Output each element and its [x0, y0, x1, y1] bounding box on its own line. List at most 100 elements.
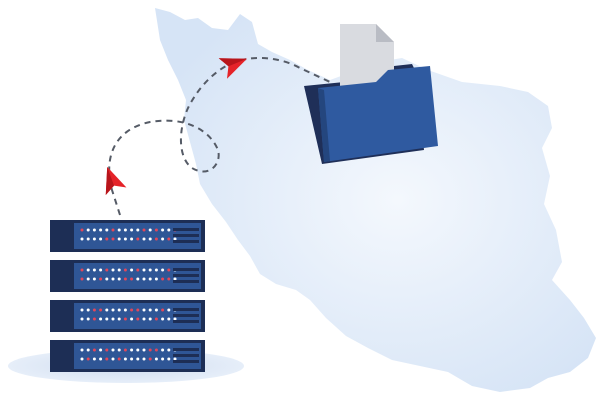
- server-led: [161, 268, 165, 272]
- server-vent: [173, 268, 199, 271]
- server-led: [130, 268, 134, 272]
- server-led: [130, 228, 134, 232]
- server-led: [111, 277, 115, 281]
- server-led: [130, 348, 134, 352]
- folder-icon: [304, 24, 438, 164]
- server-led: [80, 237, 84, 241]
- server-led: [99, 237, 103, 241]
- server-led: [148, 357, 152, 361]
- server-led: [167, 357, 171, 361]
- server-led: [142, 228, 146, 232]
- server-led: [142, 317, 146, 321]
- server-led: [86, 268, 90, 272]
- server-led: [99, 268, 103, 272]
- server-led: [105, 317, 109, 321]
- server-led: [92, 348, 96, 352]
- server-led: [130, 308, 134, 312]
- upload-arrow-lower: [105, 166, 127, 196]
- server-led: [123, 268, 127, 272]
- server-rack-icon: [50, 220, 205, 372]
- server-led: [173, 277, 177, 281]
- server-led: [136, 237, 140, 241]
- server-led: [154, 357, 158, 361]
- server-led: [154, 268, 158, 272]
- server-led: [154, 237, 158, 241]
- server-led: [99, 317, 103, 321]
- server-unit: [50, 340, 205, 372]
- server-led: [154, 228, 158, 232]
- server-led: [167, 268, 171, 272]
- server-led: [92, 357, 96, 361]
- server-led: [117, 357, 121, 361]
- server-led: [148, 268, 152, 272]
- server-led: [111, 308, 115, 312]
- server-led: [148, 317, 152, 321]
- server-led: [123, 317, 127, 321]
- server-led: [99, 277, 103, 281]
- server-led: [123, 357, 127, 361]
- server-led: [148, 308, 152, 312]
- server-led: [173, 357, 177, 361]
- server-led: [161, 308, 165, 312]
- server-vent: [173, 240, 199, 243]
- server-led: [142, 357, 146, 361]
- server-led: [92, 268, 96, 272]
- server-led: [86, 317, 90, 321]
- server-led: [136, 268, 140, 272]
- server-led: [161, 277, 165, 281]
- server-led: [111, 357, 115, 361]
- server-led: [80, 357, 84, 361]
- server-led: [130, 317, 134, 321]
- server-led: [142, 268, 146, 272]
- server-led: [99, 357, 103, 361]
- server-led: [154, 348, 158, 352]
- server-led: [136, 348, 140, 352]
- server-led: [111, 228, 115, 232]
- server-led: [86, 277, 90, 281]
- server-led: [154, 317, 158, 321]
- server-led: [123, 308, 127, 312]
- server-led: [123, 277, 127, 281]
- server-led: [111, 317, 115, 321]
- server-led: [123, 348, 127, 352]
- server-led: [142, 237, 146, 241]
- server-unit: [50, 260, 205, 292]
- server-led: [92, 237, 96, 241]
- server-led: [117, 317, 121, 321]
- server-led: [92, 277, 96, 281]
- server-led: [117, 237, 121, 241]
- server-led: [173, 237, 177, 241]
- server-led: [86, 348, 90, 352]
- server-led: [161, 237, 165, 241]
- server-led: [136, 228, 140, 232]
- server-led: [167, 237, 171, 241]
- server-led: [80, 348, 84, 352]
- server-led: [80, 268, 84, 272]
- server-led: [123, 228, 127, 232]
- server-led: [117, 268, 121, 272]
- server-vent: [173, 280, 199, 283]
- server-led: [154, 308, 158, 312]
- server-vent: [173, 320, 199, 323]
- server-led: [130, 237, 134, 241]
- server-led: [167, 308, 171, 312]
- server-led: [161, 228, 165, 232]
- server-vent: [173, 354, 199, 357]
- connection-dashed-path: [108, 56, 331, 216]
- server-led: [117, 277, 121, 281]
- server-vent: [173, 308, 199, 311]
- server-led: [92, 317, 96, 321]
- server-led: [111, 268, 115, 272]
- server-led: [99, 308, 103, 312]
- map-silhouette: [155, 8, 596, 392]
- server-led: [99, 228, 103, 232]
- server-led: [105, 357, 109, 361]
- server-unit: [50, 220, 205, 252]
- server-led: [86, 357, 90, 361]
- folder-front: [318, 66, 438, 162]
- server-led: [167, 277, 171, 281]
- server-led: [117, 228, 121, 232]
- server-led: [105, 237, 109, 241]
- server-led: [173, 317, 177, 321]
- server-led: [154, 277, 158, 281]
